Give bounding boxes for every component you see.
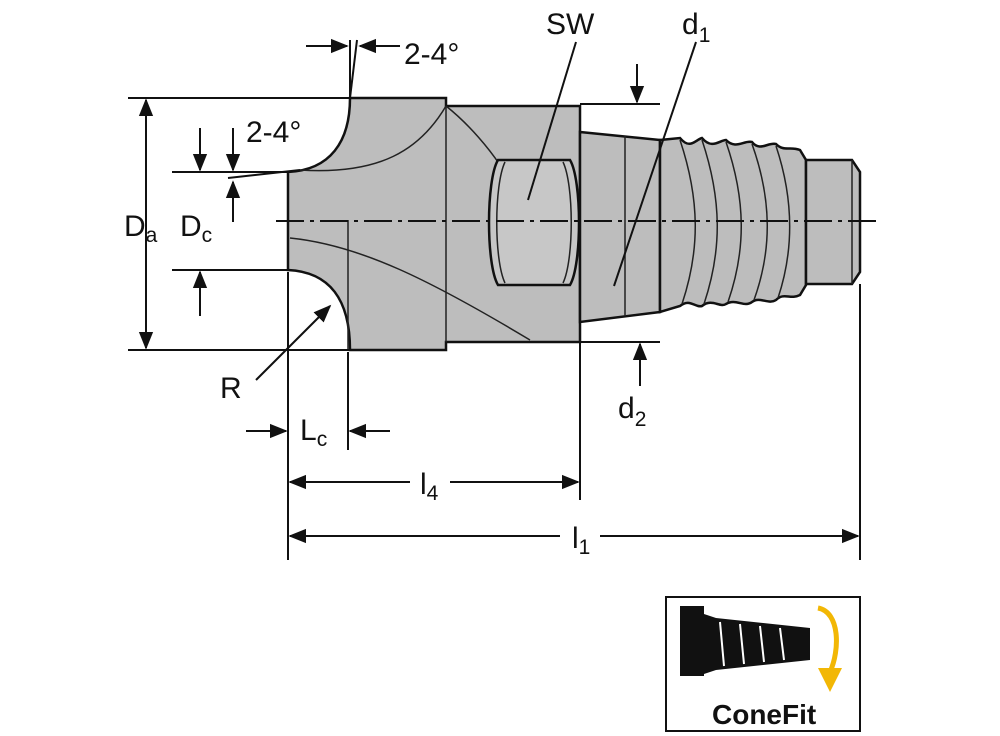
label-sw: SW <box>546 8 595 41</box>
dimension-angle-top <box>306 38 400 99</box>
cone-section <box>578 130 662 324</box>
r-leader <box>255 304 332 381</box>
thread-section <box>658 136 808 314</box>
dimension-d2 <box>580 341 660 386</box>
label-da: Da <box>124 210 158 247</box>
conefit-logo-text: ConeFit <box>712 699 816 730</box>
label-angle-side: 2-4° <box>246 116 301 149</box>
label-d2: d2 <box>618 392 646 431</box>
dimension-d1 <box>580 41 697 287</box>
sw-leader <box>527 41 577 201</box>
label-r: R <box>220 372 242 405</box>
conefit-logo: ConeFit <box>665 596 861 732</box>
label-d1: d1 <box>682 8 710 47</box>
wrench-flat <box>487 158 581 287</box>
label-angle-top: 2-4° <box>404 38 459 71</box>
label-dc: Dc <box>180 210 212 247</box>
rotate-arrow-icon <box>817 605 839 674</box>
dimension-angle-side <box>225 128 301 222</box>
dimension-l4 <box>288 342 581 500</box>
label-l4: l4 <box>420 468 439 505</box>
rotate-arrowhead-icon <box>818 668 842 692</box>
dimension-dc <box>172 128 288 316</box>
dimension-l1 <box>287 284 861 560</box>
label-lc: Lc <box>300 414 327 451</box>
label-l1: l1 <box>572 522 590 559</box>
dimension-lc <box>246 272 390 450</box>
